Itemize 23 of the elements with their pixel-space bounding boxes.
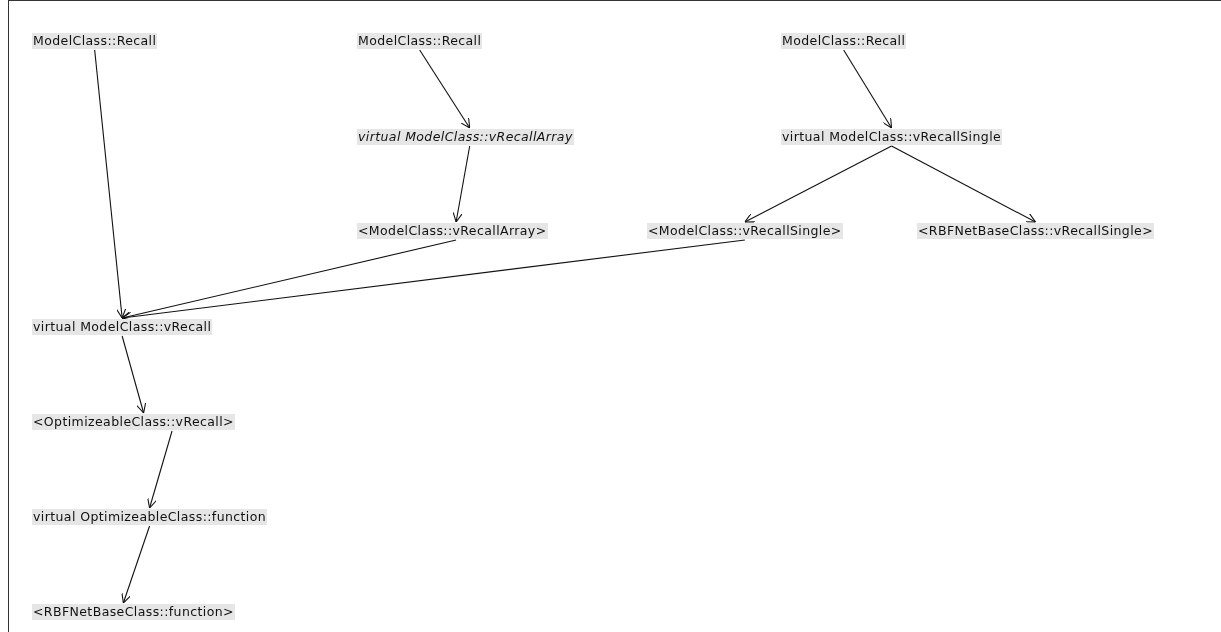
arrow [744, 145, 893, 223]
function-label: <RBFNetBaseClass::function> [32, 604, 235, 620]
arrow [94, 49, 127, 319]
function-label: ModelClass::Recall [357, 33, 483, 49]
arrow [891, 145, 1037, 223]
arrow [452, 145, 471, 223]
function-label: <ModelClass::vRecallSingle> [647, 223, 843, 239]
function-label: ModelClass::Recall [32, 33, 158, 49]
function-label: virtual OptimizeableClass::function [32, 509, 268, 525]
arrow [419, 49, 471, 129]
function-label: virtual ModelClass::vRecallSingle [781, 129, 1003, 145]
function-label: virtual ModelClass::vRecall [32, 319, 213, 335]
arrow [121, 239, 457, 321]
arrow [843, 49, 893, 129]
function-label: <ModelClass::vRecallArray> [357, 223, 548, 239]
function-label: virtual ModelClass::vRecallArray [357, 129, 574, 145]
arrow [121, 525, 151, 604]
function-label: <RBFNetBaseClass::vRecallSingle> [917, 223, 1154, 239]
function-label: <OptimizeableClass::vRecall> [32, 414, 235, 430]
arrow [147, 430, 173, 509]
arrow [121, 335, 147, 414]
arrow [121, 239, 746, 322]
function-label: ModelClass::Recall [781, 33, 907, 49]
